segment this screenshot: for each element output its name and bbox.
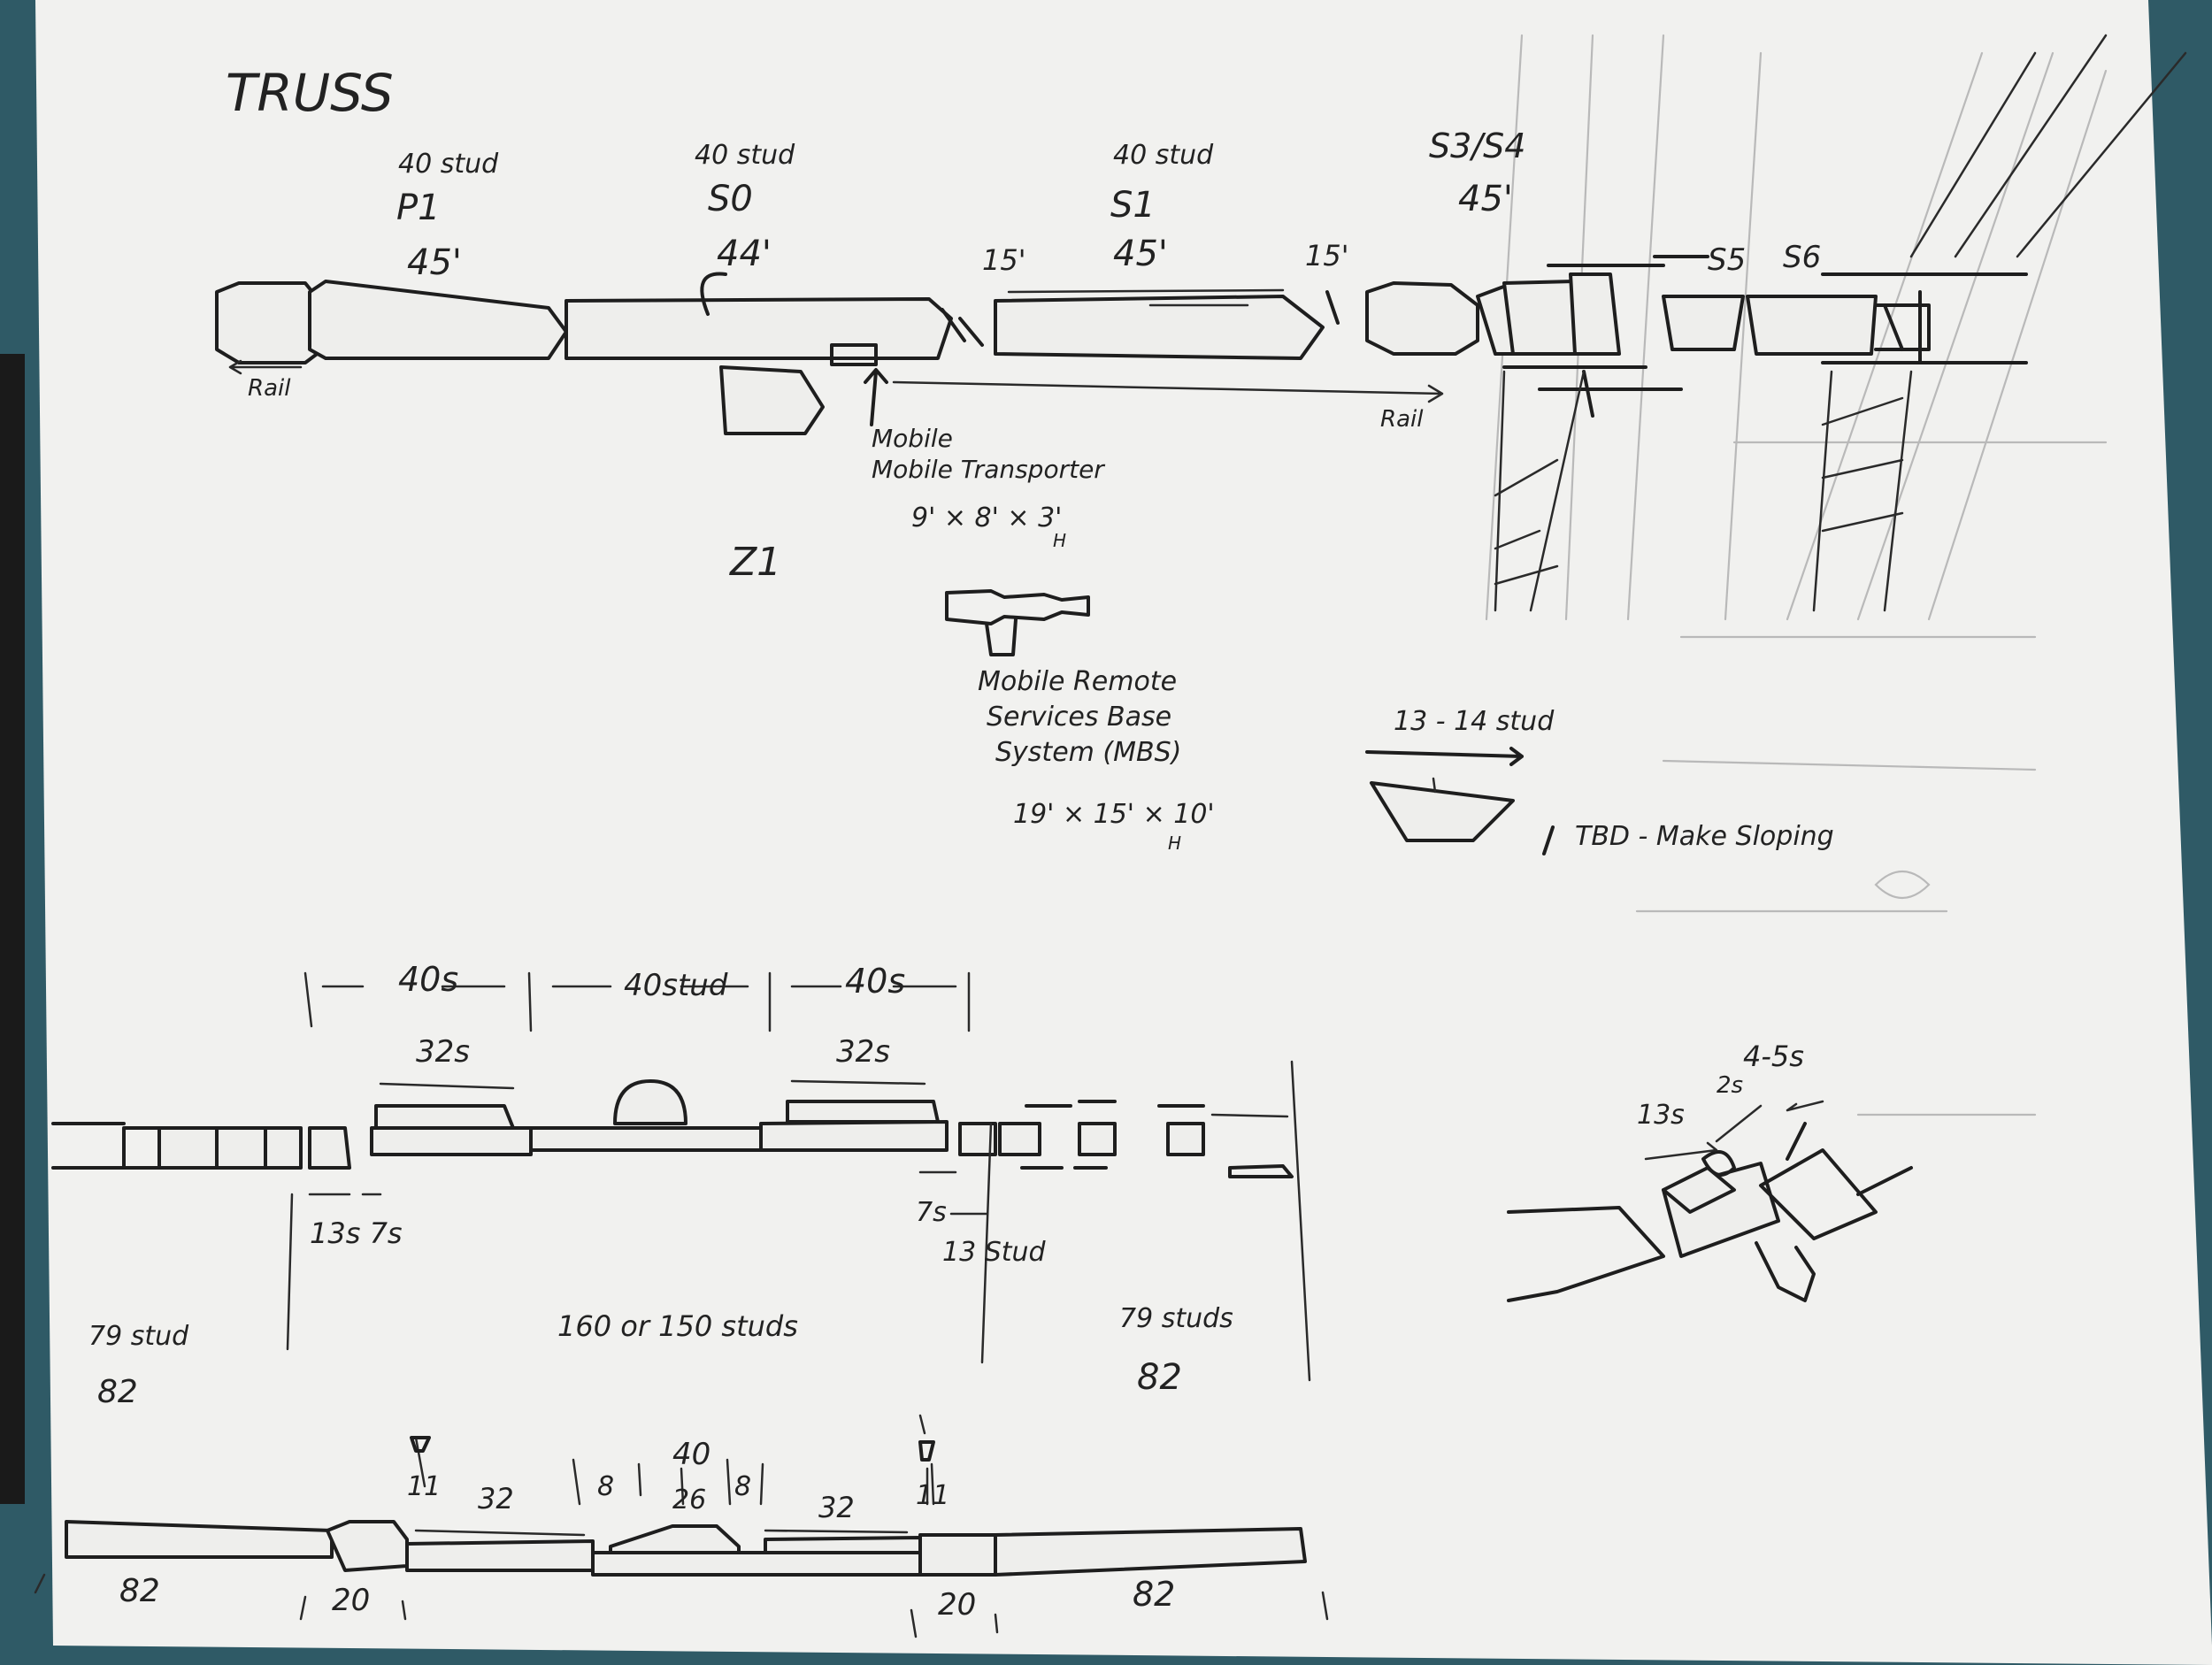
mbs-line-3: System (MBS): [995, 737, 1181, 768]
bottom-11-left: 11: [407, 1471, 441, 1502]
corner-13s: 13s: [1637, 1100, 1685, 1131]
mobile-transporter: [719, 365, 825, 435]
mid-32s-left-block: [374, 1104, 515, 1130]
mid-32s-right-block: [786, 1100, 940, 1124]
small-length-right: 15': [1305, 239, 1349, 272]
dim-32s-left: 32s: [416, 1034, 470, 1070]
s0-studs: 40 stud: [695, 140, 795, 171]
s3-s4-length: 45': [1458, 179, 1513, 219]
mbs-icon: [945, 589, 1090, 656]
right-stud-count: 79 studs: [1119, 1303, 1233, 1334]
bottom-11-right: 11: [916, 1480, 949, 1511]
dim-40s-right: 40s: [845, 962, 905, 1001]
small-figure-left: [410, 1436, 431, 1453]
diagram-title: TRUSS: [226, 63, 394, 123]
s6-segment: [1746, 295, 1878, 356]
top-truss: [215, 34, 2187, 612]
mobile-transporter-h: H: [1053, 530, 1066, 551]
dim-32s-right: 32s: [836, 1034, 890, 1070]
bottom-truss: [34, 1414, 1329, 1638]
curved-arrow: [700, 272, 727, 316]
bottom-40: 40: [672, 1437, 710, 1472]
z1-label: Z1: [729, 540, 781, 585]
mobile-transporter-label: Mobile Transporter: [872, 455, 1105, 484]
bottom-32-right: 32: [818, 1491, 855, 1524]
mbs-h: H: [1168, 832, 1181, 854]
right-total: 82: [1137, 1357, 1182, 1398]
mbs-line-1: Mobile Remote: [978, 666, 1177, 697]
right-small-13: 13 Stud: [942, 1237, 1047, 1268]
p1-studs: 40 stud: [398, 149, 499, 180]
small-length-left: 15': [982, 243, 1026, 277]
transporter-arrow: [864, 368, 888, 426]
paper-sheet: [35, 0, 2212, 1665]
mbs-line-2: Services Base: [987, 702, 1171, 733]
bottom-20-left: 20: [332, 1583, 370, 1618]
bottom-8-left: 8: [597, 1471, 614, 1502]
p1-segment: [308, 280, 568, 360]
left-stud-count: 79 stud: [88, 1321, 189, 1352]
bottom-20-right: 20: [938, 1587, 976, 1623]
s3-s4-name: S3/S4: [1429, 127, 1525, 165]
left-total: 82: [97, 1374, 138, 1410]
p1-name: P1: [396, 188, 441, 228]
corner-2s: 2s: [1717, 1072, 1743, 1099]
mobile-transporter-line1: Mobile: [872, 424, 953, 453]
rail-right-arrow: [892, 380, 1444, 403]
s1-length: 45': [1113, 234, 1168, 274]
center-dome: [613, 1079, 687, 1125]
dim-40s-left: 40s: [398, 960, 458, 999]
s1-studs: 40 stud: [1113, 140, 1214, 171]
panel-width: 13 - 14 stud: [1394, 706, 1555, 737]
panel-sketch: [1365, 747, 1555, 856]
s0-name: S0: [708, 179, 753, 219]
s5-label: S5: [1708, 242, 1746, 278]
bottom-82-left: 82: [119, 1573, 160, 1609]
mbs-dims: 19' × 15' × 10': [1013, 799, 1215, 830]
s0-length: 44': [717, 234, 772, 274]
bottom-32-left: 32: [478, 1482, 514, 1515]
p1-length: 45': [407, 242, 462, 283]
s0-segment: [565, 297, 953, 360]
text-layer: TRUSS 40 stud P1 45' 40 stud S0 44' 40 s…: [88, 63, 1834, 1623]
pen-left: [0, 354, 25, 1504]
s5-segment: [1662, 295, 1745, 351]
rail-left-arrow: [228, 359, 303, 375]
s3-s4-segment: [1365, 281, 1479, 356]
middle-truss: [51, 971, 1311, 1382]
center-total: 160 or 150 studs: [557, 1309, 798, 1343]
corner-sketch: [1507, 1100, 1913, 1302]
panel-note: TBD - Make Sloping: [1575, 821, 1834, 852]
dim-40stud: 40stud: [624, 968, 728, 1003]
s6-label: S6: [1783, 240, 1821, 275]
right-small-7s: 7s: [916, 1197, 947, 1228]
left-small-dims: 13s 7s: [310, 1216, 403, 1250]
rail-right-label: Rail: [1380, 406, 1424, 433]
rail-left-label: Rail: [248, 375, 291, 402]
small-figure-right: [918, 1440, 935, 1462]
bottom-8-right: 8: [734, 1471, 751, 1502]
mobile-transporter-dims: 9' × 8' × 3': [911, 503, 1062, 533]
corner-4-5s: 4-5s: [1743, 1040, 1804, 1073]
bottom-82-right: 82: [1133, 1575, 1175, 1614]
s1-segment: [994, 295, 1325, 360]
rotary-joint: [1569, 272, 1621, 356]
p-end-segment: [215, 281, 325, 364]
s1-name: S1: [1110, 185, 1156, 226]
bottom-26: 26: [672, 1485, 706, 1515]
